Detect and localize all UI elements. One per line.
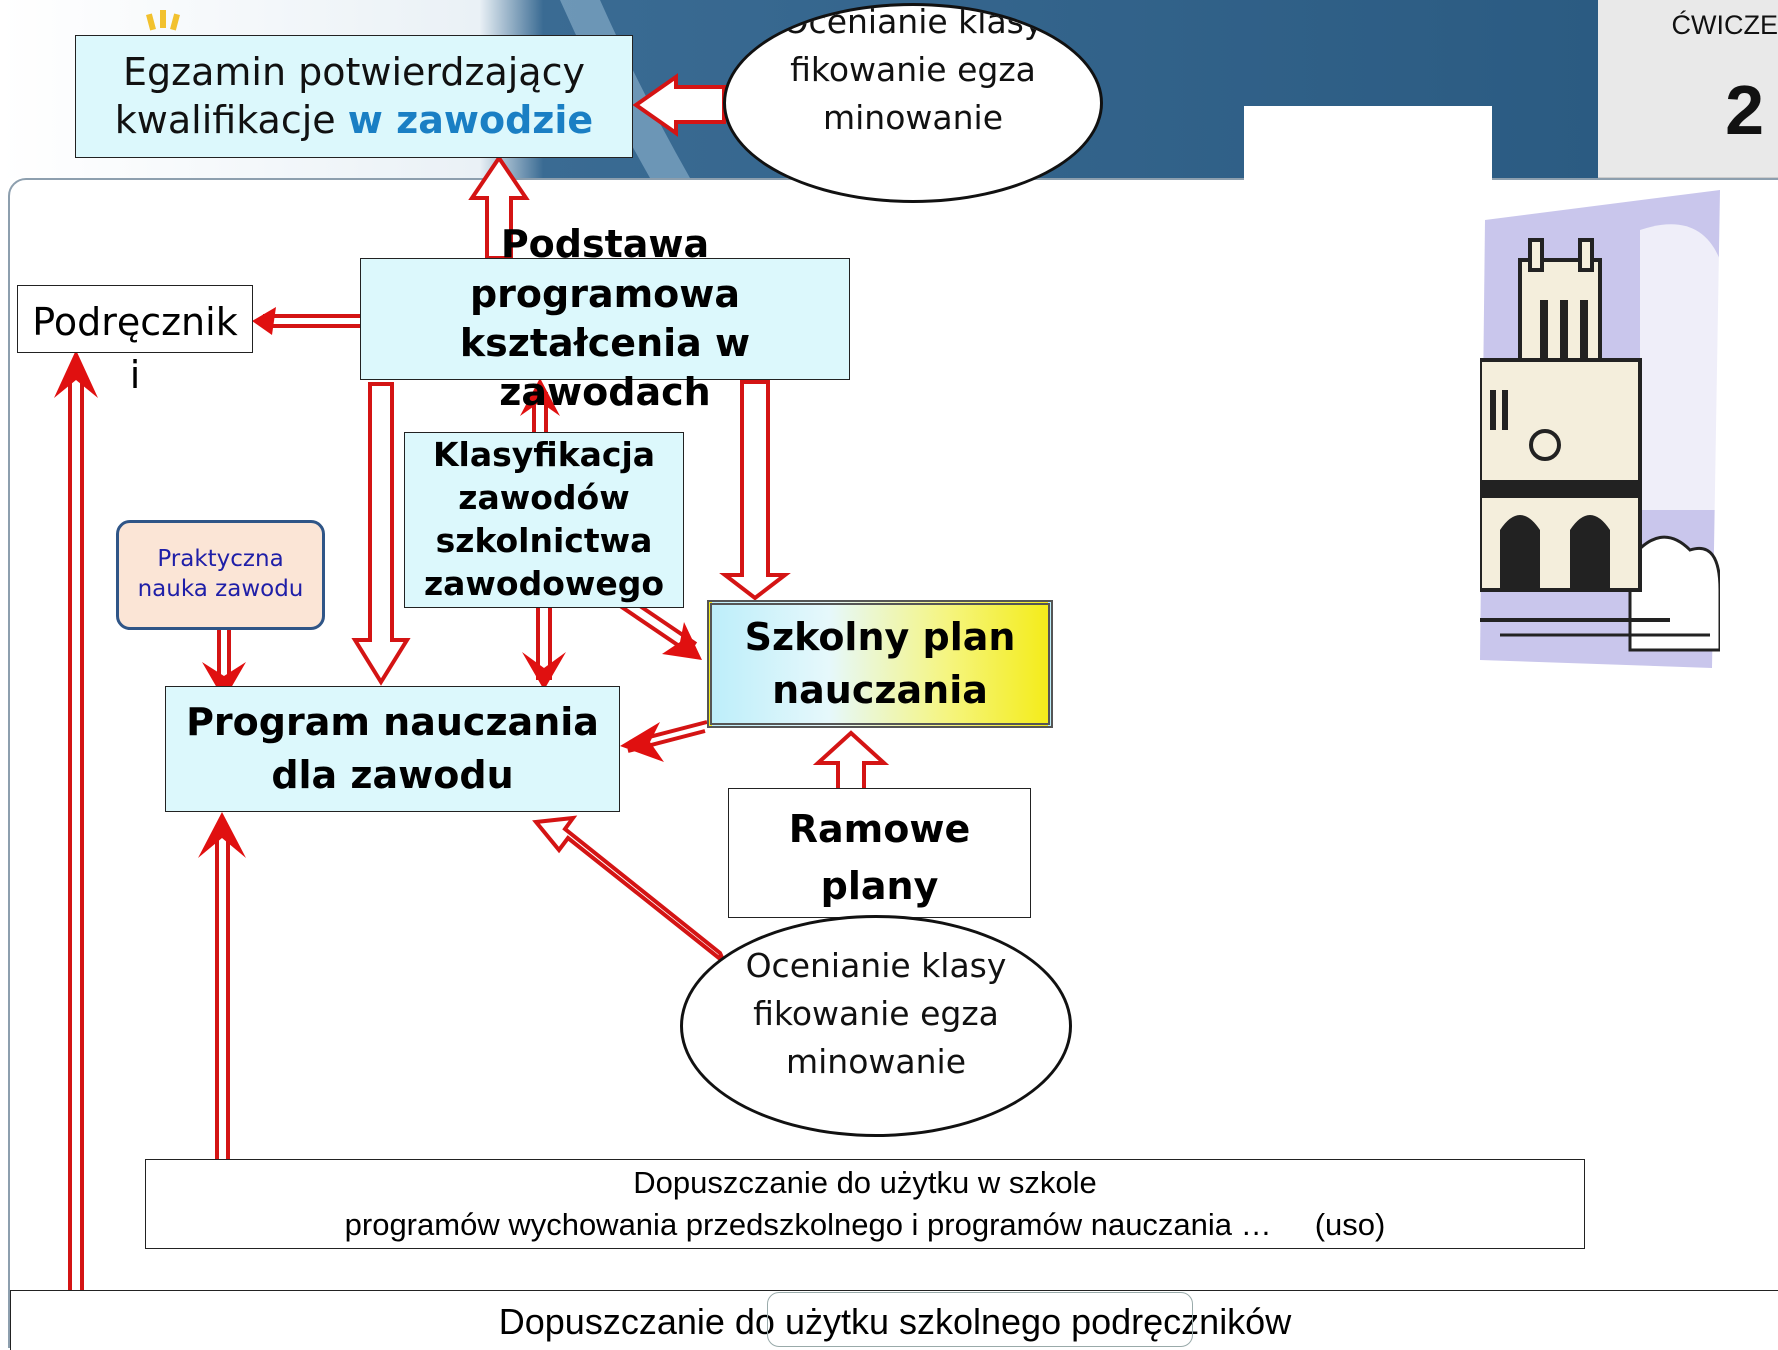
head-dop1-up	[198, 812, 246, 858]
program-box: Program nauczania dla zawodu	[165, 686, 620, 812]
ocenianie-ellipse-top: Ocenianie klasyfikowanie egzaminowanie	[723, 3, 1103, 203]
image-backdrop	[1244, 106, 1492, 756]
sun-logo-icon	[146, 10, 180, 31]
head-left-up	[54, 350, 98, 398]
arrow-ellipse-to-program	[532, 815, 726, 964]
head-klas-up	[520, 378, 560, 416]
podstawa-label: Podstawa programowa kształcenia w zawoda…	[459, 222, 751, 415]
slide-number: 2	[1725, 71, 1764, 149]
program-label: Program nauczania dla zawodu	[186, 699, 599, 797]
arrow-ellipse-to-egzamin	[632, 73, 726, 137]
dopuszczanie-podreczniki-label: Dopuszczanie do użytku szkolnego podręcz…	[498, 1301, 1292, 1342]
podrecznik-label: Podręcznik i	[32, 300, 238, 398]
egzamin-highlight: w zawodzie	[347, 97, 594, 142]
arrow-podstawa-to-szkolny	[719, 380, 791, 601]
ramowe-box: Ramowe plany nauczania	[728, 788, 1031, 965]
head-klas-szkolny	[662, 622, 702, 660]
szkolny-label: Szkolny plan nauczania	[744, 614, 1016, 712]
podrecznik-box: Podręcznik i	[17, 285, 253, 397]
exercise-label: ĆWICZE	[1671, 10, 1778, 40]
arrow-podstawa-to-program	[351, 382, 411, 686]
head-szkolny-program	[620, 722, 664, 762]
exercise-panel	[1598, 0, 1778, 178]
ocenianie-top-label: Ocenianie klasyfikowanie egzaminowanie	[782, 3, 1044, 137]
dopuszczanie-uso-box: Dopuszczanie do użytku w szkole programó…	[145, 1159, 1585, 1249]
klasyfikacja-label: Klasyfikacja zawodów szkolnictwa zawodow…	[423, 435, 665, 603]
ocenianie-ellipse-bottom: Ocenianie klasyfikowanie egzaminowanie	[680, 915, 1072, 1137]
egzamin-line2: kwalifikacje	[114, 97, 348, 142]
cathedral-clipart-icon	[1480, 190, 1720, 668]
arrow-ramowe-up	[812, 730, 890, 792]
ocenianie-bottom-label: Ocenianie klasyfikowanie egzaminowanie	[745, 946, 1007, 1081]
head-klas-down	[522, 652, 566, 690]
arrow-podstawa-to-egzamin	[468, 154, 530, 260]
dopuszczanie-podreczniki-box: Dopuszczanie do użytku szkolnego podręcz…	[10, 1290, 1778, 1350]
szkolny-plan-box: Szkolny plan nauczania	[707, 600, 1053, 728]
podstawa-box: Podstawa programowa kształcenia w zawoda…	[360, 222, 850, 414]
dopuszczanie-uso-line2: programów wychowania przedszkolnego i pr…	[344, 1207, 1386, 1242]
praktyczna-label: Praktyczna nauka zawodu	[137, 546, 304, 602]
praktyczna-box: Praktyczna nauka zawodu	[116, 520, 325, 630]
egzamin-box: Egzamin potwierdzający kwalifikacje w za…	[75, 35, 633, 158]
egzamin-line1: Egzamin potwierdzający	[123, 50, 585, 94]
head-podrecznik	[252, 307, 276, 335]
dopuszczanie-uso-line1: Dopuszczanie do użytku w szkole	[633, 1165, 1097, 1201]
head-praktyczna	[202, 662, 246, 700]
klasyfikacja-box: Klasyfikacja zawodów szkolnictwa zawodow…	[404, 432, 684, 608]
footer-logo-outline	[767, 1292, 1193, 1347]
